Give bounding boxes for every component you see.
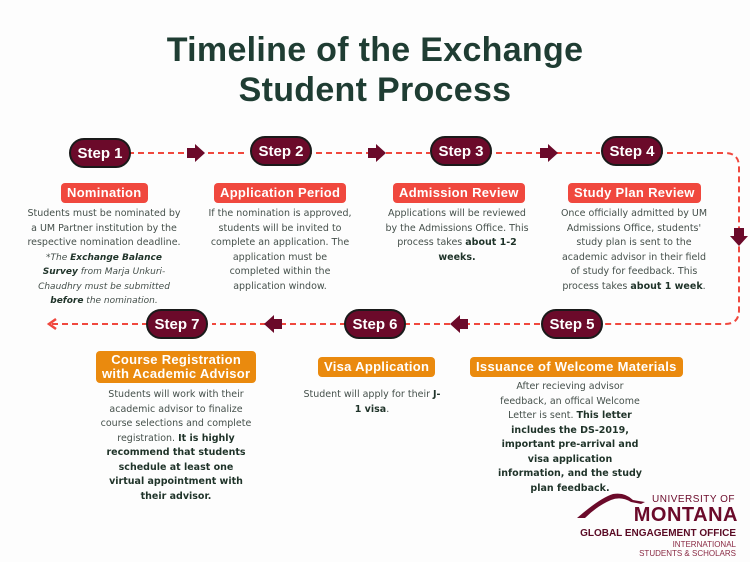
desc-bold: It is highly recommend that students sch… (106, 432, 246, 502)
nomination-label: Nomination (61, 183, 148, 203)
step-3-pill: Step 3 (430, 136, 492, 166)
desc-text: Students must be nominated by a UM Partn… (27, 208, 181, 248)
logo-line-1: UNIVERSITY OF (652, 494, 735, 505)
note-text: *The (46, 252, 71, 263)
visa-application-description: Student will apply for their J-1 visa. (302, 388, 442, 417)
university-logo: UNIVERSITY OF MONTANA GLOBAL ENGAGEMENT … (575, 490, 740, 560)
application-period-description: If the nomination is approved, students … (208, 208, 352, 292)
desc-bold: This letter includes the DS-2019, import… (498, 410, 642, 494)
application-period-label: Application Period (214, 183, 347, 203)
step-1-pill: Step 1 (69, 138, 131, 168)
desc-bold: about 1-2 weeks. (438, 237, 517, 263)
desc-text: . (386, 403, 390, 415)
arrow-right-icon (368, 144, 386, 162)
desc-text: Student will apply for their (303, 389, 434, 400)
welcome-materials-label: Issuance of Welcome Materials (470, 357, 683, 377)
admission-review-label: Admission Review (393, 183, 525, 203)
logo-line-4b: STUDENTS & SCHOLARS (639, 549, 736, 558)
arrow-left-icon (450, 315, 468, 333)
nomination-description: Students must be nominated by a UM Partn… (27, 207, 181, 309)
course-registration-label: Course Registration with Academic Adviso… (96, 351, 257, 383)
title-line-2: Student Process (238, 71, 512, 109)
study-plan-review-description: Once officially admitted by UM Admission… (560, 207, 708, 294)
course-registration-label-line2: with Academic Advisor (102, 366, 251, 381)
course-registration-label-line1: Course Registration (111, 352, 242, 367)
desc-bold: J-1 visa (354, 389, 441, 415)
logo-line-3: GLOBAL ENGAGEMENT OFFICE (580, 528, 736, 539)
arrow-down-icon (730, 228, 748, 246)
desc-text: Once officially admitted by UM Admission… (560, 208, 708, 292)
study-plan-review-label: Study Plan Review (568, 183, 701, 203)
visa-application-label: Visa Application (318, 357, 436, 377)
desc-text: After recieving advisor feedback, an off… (500, 381, 640, 421)
end-arrow-icon (46, 317, 57, 331)
admission-review-description: Applications will be reviewed by the Adm… (382, 207, 532, 265)
title-line-1: Timeline of the Exchange (166, 31, 584, 69)
note-bold: Exchange Balance Survey (42, 252, 162, 278)
desc-bold: about 1 week (630, 280, 703, 292)
arrow-right-icon (540, 144, 558, 162)
page-title: Timeline of the Exchange Student Process (0, 30, 750, 110)
course-registration-description: Students will work with their academic a… (100, 388, 252, 504)
logo-line-2: MONTANA (633, 504, 738, 526)
step-6-pill: Step 6 (344, 309, 406, 339)
welcome-materials-description: After recieving advisor feedback, an off… (495, 380, 645, 496)
note-bold: before (50, 296, 84, 306)
step-2-pill: Step 2 (250, 136, 312, 166)
desc-text: Students will work with their academic a… (100, 389, 252, 444)
survey-note: *The Exchange Balance Survey from Marja … (38, 253, 170, 307)
step-5-pill: Step 5 (541, 309, 603, 339)
step-4-pill: Step 4 (601, 136, 663, 166)
logo-line-4a: INTERNATIONAL (672, 540, 736, 549)
arrow-left-icon (264, 315, 282, 333)
note-text: from Marja Unkuri-Chaudhry must be submi… (38, 267, 170, 292)
logo-line-4: INTERNATIONAL STUDENTS & SCHOLARS (639, 540, 736, 558)
desc-text: Applications will be reviewed by the Adm… (385, 208, 529, 248)
mountain-logo-icon (577, 493, 645, 518)
step-7-pill: Step 7 (146, 309, 208, 339)
arrow-right-icon (187, 144, 205, 162)
note-text: the nomination. (83, 296, 158, 306)
desc-text: . (702, 280, 706, 292)
